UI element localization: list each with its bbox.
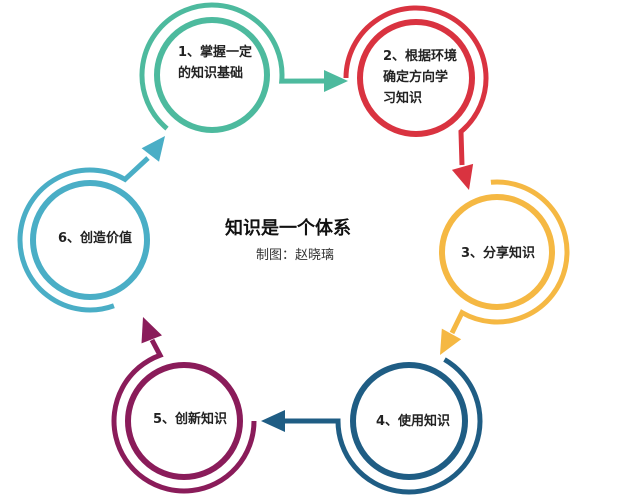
node-4-label: 4、使用知识: [376, 411, 450, 432]
outer-arc-connector: [139, 2, 326, 131]
inner-circle: [439, 194, 555, 310]
arrow-head-icon: [141, 136, 165, 162]
outer-arc-connector: [343, 5, 489, 166]
outer-arc-connector: [285, 357, 483, 495]
node-2-ring: [343, 5, 489, 190]
node-4-line-1: 4、使用知识: [376, 414, 451, 429]
inner-circle: [357, 19, 475, 137]
diagram-title: 知识是一个体系: [225, 218, 351, 239]
inner-circle: [125, 362, 243, 480]
node-3-line-1: 3、分享知识: [461, 246, 536, 261]
node-6-label: 6、创造价值: [58, 228, 132, 249]
outer-arc-connector: [111, 338, 257, 494]
node-2-line-2: 确定方向学: [383, 70, 449, 85]
node-2-line-1: 2、根据环境: [383, 49, 458, 64]
arrow-head-icon: [141, 317, 162, 344]
arrow-head-icon: [261, 410, 285, 432]
diagram-subtitle: 制图：赵晓璃: [256, 248, 335, 263]
arrow-head-icon: [324, 70, 348, 92]
node-1-label: 1、掌握一定 的知识基础: [178, 42, 252, 84]
node-3-ring: [439, 179, 570, 355]
arrow-head-icon: [451, 163, 474, 190]
node-1-line-1: 1、掌握一定: [178, 45, 253, 60]
node-2-label: 2、根据环境 确定方向学 习知识: [383, 46, 457, 109]
node-1-line-2: 的知识基础: [178, 66, 244, 81]
node-5-ring: [111, 317, 257, 494]
node-6-line-1: 6、创造价值: [58, 231, 133, 246]
node-4-ring: [261, 357, 483, 495]
inner-circle: [30, 180, 150, 300]
node-1-ring: [139, 2, 348, 133]
arrow-head-icon: [440, 328, 462, 355]
outer-arc-connector: [449, 179, 570, 335]
outer-arc-connector: [17, 156, 150, 313]
node-5-line-1: 5、创新知识: [153, 412, 228, 427]
node-2-line-3: 习知识: [383, 91, 423, 106]
node-6-ring: [17, 136, 165, 313]
node-5-label: 5、创新知识: [153, 409, 227, 430]
inner-circle: [350, 362, 468, 480]
inner-circle: [154, 17, 270, 133]
node-3-label: 3、分享知识: [461, 243, 535, 264]
